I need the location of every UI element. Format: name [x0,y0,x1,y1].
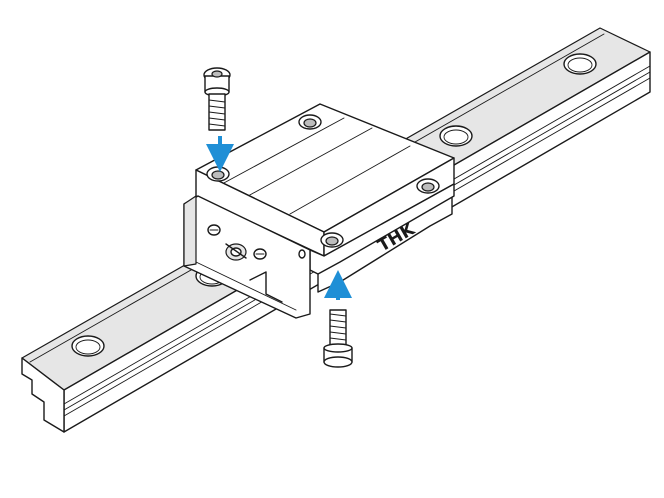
end-plate-seal-line [195,261,297,311]
rail-mounting-hole-3 [439,125,473,147]
end-plate-screw-right [253,248,267,260]
end-plate-edge [183,195,197,267]
bolt-bottom [323,309,353,368]
block-hole-back-left [298,114,322,130]
block-top-ridge-1 [221,117,345,185]
rail-mounting-hole-1 [71,335,105,357]
end-plate-plug [298,249,306,259]
end-plate-screw-left [207,224,221,236]
block-flange-lip [309,183,455,275]
bolt-top [203,67,231,131]
block-hole-front-left [206,166,230,182]
block-top-ridge-3 [247,127,373,197]
carriage-block: THK [195,103,455,293]
block-hole-front-right [320,232,344,248]
grease-nipple [225,243,247,261]
block-hole-back-right [416,178,440,194]
end-seal-plate [183,195,311,319]
end-plate-rail-cutout [249,271,283,303]
block-top-ridge-2 [289,145,411,215]
rail-mounting-hole-4 [563,53,597,75]
